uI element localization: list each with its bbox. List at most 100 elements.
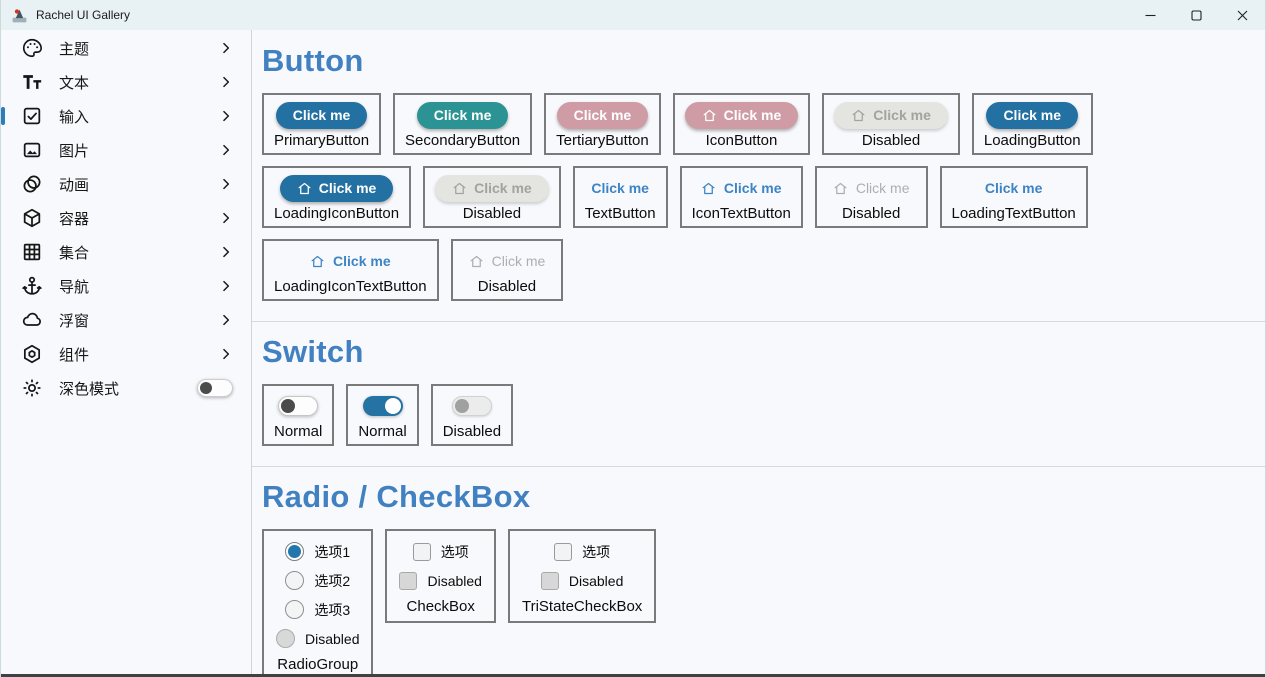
- radio-selected-icon[interactable]: [285, 542, 305, 561]
- switch-off[interactable]: [278, 396, 319, 416]
- home-icon: [851, 108, 866, 123]
- checkbox-icon: [21, 105, 43, 127]
- chevron-right-icon: [219, 177, 233, 191]
- sidebar-item-label: 组件: [59, 346, 90, 364]
- section-title-button: Button: [262, 43, 364, 78]
- chevron-right-icon: [219, 211, 233, 225]
- sample-disabled-text-button: Click me Disabled: [450, 239, 564, 301]
- loading-icon-button[interactable]: Click me: [279, 174, 394, 202]
- radio-icon[interactable]: [285, 571, 305, 590]
- dark-mode-toggle[interactable]: [197, 379, 233, 397]
- switch-on[interactable]: [362, 396, 403, 416]
- sample-loading-icon-button: Click me LoadingIconButton: [262, 166, 412, 228]
- minimize-icon[interactable]: [1127, 0, 1173, 30]
- sample-caption: IconButton: [705, 132, 778, 149]
- window-bottom-border: [1, 674, 1265, 677]
- section-button: Button Click me PrimaryButton Click me S…: [262, 43, 1253, 301]
- group-caption: CheckBox: [406, 598, 475, 615]
- home-icon: [833, 181, 848, 196]
- home-icon: [297, 181, 312, 196]
- radio-option-disabled: Disabled: [276, 626, 359, 651]
- sample-loading-icon-text-button: Click me LoadingIconTextButton: [262, 239, 439, 301]
- home-icon: [701, 181, 716, 196]
- radio-option[interactable]: 选项3: [285, 597, 350, 622]
- button-text: Click me: [573, 107, 632, 123]
- radio-icon[interactable]: [285, 600, 305, 619]
- sample-caption: Normal: [274, 423, 323, 440]
- sample-secondary-button: Click me SecondaryButton: [393, 93, 533, 155]
- sample-icon-text-button: Click me IconTextButton: [679, 166, 803, 228]
- chevron-right-icon: [219, 245, 233, 259]
- loading-button[interactable]: Click me: [986, 101, 1079, 129]
- sidebar-item-theme[interactable]: 主题: [1, 31, 251, 65]
- chevron-right-icon: [219, 347, 233, 361]
- sidebar-item-dark-mode: 深色模式: [1, 371, 251, 405]
- option-label: 选项2: [314, 572, 351, 589]
- sample-caption: Normal: [358, 423, 407, 440]
- sample-disabled-button: Click me Disabled: [423, 166, 561, 228]
- button-text: Click me: [292, 107, 351, 123]
- section-title-switch: Switch: [262, 334, 364, 369]
- switch-row: Normal Normal Disabled: [262, 384, 1253, 446]
- app-body: 主题 文本 输入: [1, 30, 1265, 677]
- loading-icon-text-button[interactable]: Click me: [304, 248, 397, 275]
- sidebar-item-animation[interactable]: 动画: [1, 167, 251, 201]
- sidebar-item-container[interactable]: 容器: [1, 201, 251, 235]
- button-text: Click me: [873, 107, 931, 123]
- option-label: 选项1: [314, 543, 351, 560]
- tertiary-button[interactable]: Click me: [556, 101, 649, 129]
- checkbox-unchecked-icon[interactable]: [554, 542, 573, 561]
- tristate-checkbox-group: 选项 Disabled TriStateCheckBox: [507, 529, 657, 623]
- sample-caption: Disabled: [477, 278, 537, 295]
- maximize-icon[interactable]: [1173, 0, 1219, 30]
- sidebar-item-input[interactable]: 输入: [1, 99, 251, 133]
- text-button[interactable]: Click me: [585, 175, 655, 202]
- option-label: Disabled: [427, 572, 482, 589]
- sidebar-item-image[interactable]: 图片: [1, 133, 251, 167]
- anchor-icon: [21, 275, 43, 297]
- checkbox-option-disabled: Disabled: [540, 568, 623, 593]
- window-title: Rachel UI Gallery: [36, 8, 131, 22]
- secondary-button[interactable]: Click me: [416, 101, 509, 129]
- sidebar-item-label: 容器: [59, 210, 90, 228]
- sidebar-item-label: 图片: [59, 142, 90, 160]
- switch-disabled: [451, 396, 492, 416]
- sidebar-item-component[interactable]: 组件: [1, 337, 251, 371]
- sample-tertiary-button: Click me TertiaryButton: [544, 93, 661, 155]
- container-icon: [21, 207, 43, 229]
- button-row-2: Click me LoadingIconButton Click me Disa…: [262, 166, 1253, 228]
- checkbox-disabled-icon: [399, 571, 418, 590]
- close-icon[interactable]: [1219, 0, 1265, 30]
- icon-text-button[interactable]: Click me: [695, 175, 788, 202]
- sample-caption: LoadingTextButton: [951, 205, 1076, 222]
- button-text: Click me: [433, 107, 492, 123]
- radio-dot: [288, 545, 302, 558]
- checkbox-option-disabled: Disabled: [399, 568, 482, 593]
- section-switch: Switch Normal Normal Disabled: [262, 334, 1253, 446]
- sidebar-item-label: 导航: [59, 278, 90, 296]
- section-divider: [252, 466, 1265, 467]
- option-label: 选项: [440, 543, 469, 560]
- switch-knob: [454, 399, 469, 413]
- sun-icon: [21, 377, 43, 399]
- checkbox-unchecked-icon[interactable]: [412, 542, 431, 561]
- sample-loading-text-button: Click me LoadingTextButton: [939, 166, 1088, 228]
- component-icon: [21, 343, 43, 365]
- icon-button[interactable]: Click me: [684, 101, 799, 129]
- radio-option[interactable]: 选项2: [285, 568, 350, 593]
- primary-button[interactable]: Click me: [275, 101, 368, 129]
- sidebar-item-collection[interactable]: 集合: [1, 235, 251, 269]
- sidebar-item-navigation[interactable]: 导航: [1, 269, 251, 303]
- button-text: Click me: [491, 253, 546, 269]
- radio-option[interactable]: 选项1: [285, 539, 350, 564]
- button-text: Click me: [723, 180, 782, 196]
- sidebar-item-text[interactable]: 文本: [1, 65, 251, 99]
- checkbox-option[interactable]: 选项: [412, 539, 469, 564]
- disabled-button: Click me: [435, 174, 549, 202]
- loading-text-button[interactable]: Click me: [979, 175, 1049, 202]
- sidebar-item-floating[interactable]: 浮窗: [1, 303, 251, 337]
- home-icon: [452, 181, 467, 196]
- sample-disabled-text-button: Click me Disabled: [814, 166, 928, 228]
- checkbox-option[interactable]: 选项: [554, 539, 610, 564]
